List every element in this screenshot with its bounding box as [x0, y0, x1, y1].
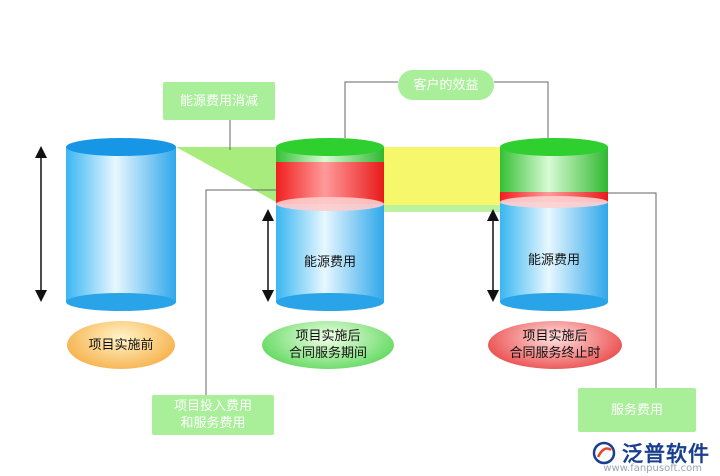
investment-text-1: 项目投入费用: [173, 399, 252, 414]
energy-cost-label-end: 能源费用: [527, 253, 580, 268]
cylinder-end: [500, 138, 608, 311]
investment-service-fee-label: 项目投入费用 和服务费用: [152, 395, 274, 435]
stage-before-text: 项目实施前: [88, 337, 154, 353]
brand-logo: 泛普软件: [592, 438, 710, 468]
investment-text-2: 和服务费用: [180, 416, 246, 431]
brand-url: www.fanpusoft.com: [603, 463, 702, 474]
brand-name: 泛普软件: [622, 442, 710, 466]
energy-saving-wedge: [176, 147, 276, 202]
stage-end-text-2: 合同服务终止时: [509, 346, 601, 361]
customer-benefit-label: 客户的效益: [398, 70, 494, 100]
service-fee-label: 服务费用: [578, 388, 696, 432]
energy-saving-label: 能源费用消减: [163, 82, 275, 120]
stage-before-oval: 项目实施前: [67, 321, 175, 369]
stage-during-text-1: 项目实施后: [295, 329, 361, 344]
energy-cost-label-during: 能源费用: [303, 255, 356, 270]
cylinder-before: [66, 138, 176, 311]
benefit-band-yellow: [384, 147, 500, 205]
stage-during-oval: 项目实施后 合同服务期间: [262, 321, 394, 369]
fanpu-logo-icon: [592, 441, 616, 465]
cylinder-during: [276, 138, 384, 311]
stage-end-oval: 项目实施后 合同服务终止时: [488, 321, 622, 369]
connector-lines: [205, 81, 657, 395]
stage-during-text-2: 合同服务期间: [288, 346, 367, 361]
stage-end-text-1: 项目实施后: [522, 329, 588, 344]
